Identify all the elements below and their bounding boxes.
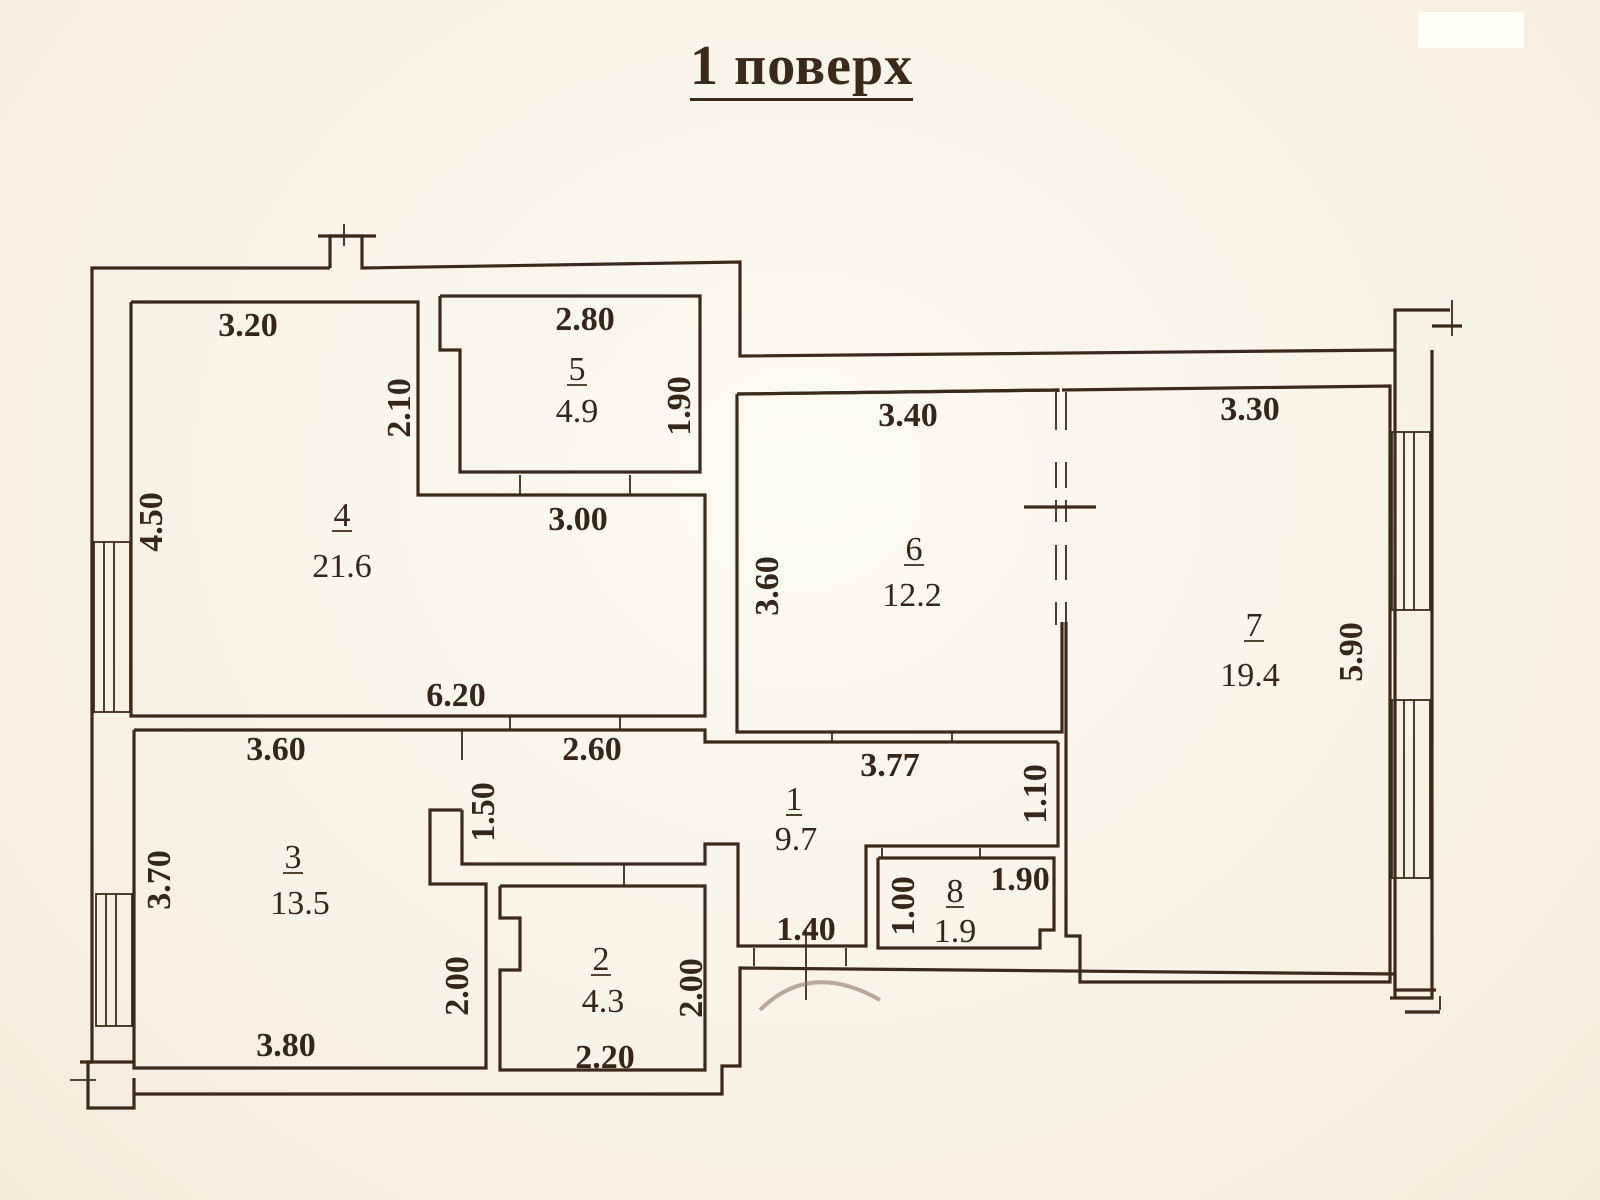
- dim-room3-right: 2.00: [439, 956, 476, 1016]
- outer-wall: [70, 224, 1462, 1110]
- dim-room6-left: 3.60: [749, 556, 786, 616]
- svg-text:8: 8: [947, 873, 964, 910]
- dim-room4-bottom: 6.20: [426, 677, 486, 714]
- room-5-outline: [438, 294, 702, 474]
- svg-text:4: 4: [334, 497, 351, 534]
- partition-dashed: [1024, 392, 1096, 625]
- room-label-6: 6 12.2: [882, 531, 942, 614]
- svg-text:21.6: 21.6: [312, 548, 372, 585]
- dim-room3-top: 3.60: [246, 731, 306, 768]
- dim-room1-top: 2.60: [562, 731, 622, 768]
- svg-text:9.7: 9.7: [775, 821, 818, 858]
- svg-text:7: 7: [1246, 607, 1263, 644]
- dim-room8-left: 1.00: [885, 876, 922, 936]
- room-label-3: 3 13.5: [270, 839, 330, 922]
- room-3-outline: [134, 728, 1058, 744]
- dim-room8-top: 1.90: [990, 861, 1050, 898]
- dim-room4-left: 4.50: [133, 492, 170, 552]
- dim-room5-top: 2.80: [555, 301, 615, 338]
- svg-text:1: 1: [786, 781, 803, 818]
- dim-room6-top: 3.40: [878, 397, 938, 434]
- svg-text:6: 6: [906, 531, 923, 568]
- room-8-outline: [876, 856, 1056, 950]
- dim-room4-right-upper: 2.10: [381, 378, 418, 438]
- svg-text:1.9: 1.9: [934, 913, 977, 950]
- svg-text:13.5: 13.5: [270, 885, 330, 922]
- svg-text:5: 5: [569, 351, 586, 388]
- window-room7: [1391, 431, 1431, 879]
- watermark-patch: [1418, 12, 1524, 48]
- room-label-7: 7 19.4: [1220, 607, 1280, 694]
- dim-room1-bottom: 1.40: [776, 911, 836, 948]
- dim-room1-notch: 1.50: [465, 782, 502, 842]
- svg-text:12.2: 12.2: [882, 577, 942, 614]
- dim-room7-top: 3.30: [1220, 391, 1280, 428]
- room-label-5: 5 4.9: [556, 351, 599, 430]
- floor-title: 1 поверх: [690, 38, 914, 101]
- entrance-door: [753, 930, 881, 1012]
- svg-text:3: 3: [285, 839, 302, 876]
- svg-text:19.4: 19.4: [1220, 657, 1280, 694]
- room-2-outline: [498, 884, 707, 1072]
- dim-room3-bottom: 3.80: [256, 1027, 316, 1064]
- room-label-2: 2 4.3: [582, 941, 625, 1020]
- dim-room4-top: 3.20: [218, 307, 278, 344]
- room-label-1: 1 9.7: [775, 781, 818, 858]
- dim-room1-right: 1.10: [1017, 764, 1054, 824]
- dim-room2-bottom: 2.20: [575, 1039, 635, 1076]
- dim-room4-mid: 3.00: [548, 501, 608, 538]
- dim-room5-right: 1.90: [661, 376, 698, 436]
- svg-text:4.3: 4.3: [582, 983, 625, 1020]
- dim-room7-right: 5.90: [1333, 622, 1370, 682]
- dim-room1-right-top: 3.77: [860, 747, 920, 784]
- svg-text:4.9: 4.9: [556, 393, 599, 430]
- room-label-8: 8 1.9: [934, 873, 977, 950]
- room-label-4: 4 21.6: [312, 497, 372, 585]
- dim-room2-right: 2.00: [673, 958, 710, 1018]
- room-7-outline: [1061, 384, 1392, 984]
- dim-room3-left: 3.70: [141, 850, 178, 910]
- svg-text:2: 2: [593, 941, 610, 978]
- room-4-outline: [129, 300, 707, 718]
- window-room4: [93, 541, 131, 713]
- window-room3: [95, 893, 133, 1027]
